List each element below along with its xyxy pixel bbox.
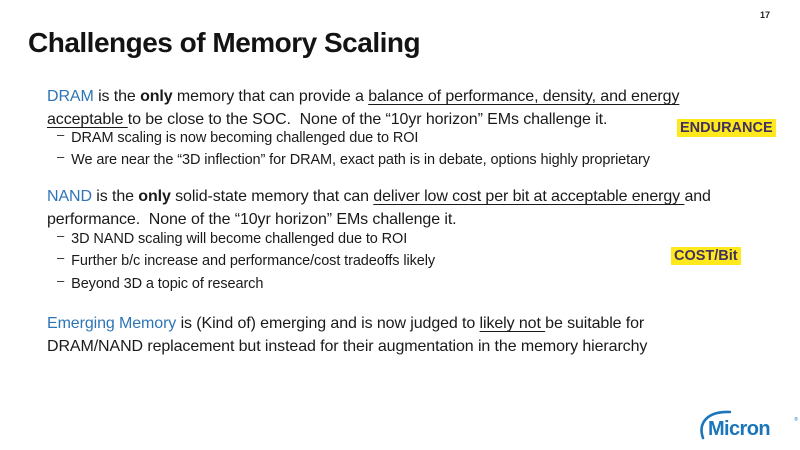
nand-text-run: performance. None of the “10yr horizon” … <box>47 211 457 228</box>
list-item: –We are near the “3D inflection” for DRA… <box>57 149 650 171</box>
nand-paragraph-line2: performance. None of the “10yr horizon” … <box>47 208 711 231</box>
micron-logo-text: Micron <box>708 418 771 440</box>
dram-underlined-run: balance of performance, density, and ene… <box>368 88 680 105</box>
dram-keyword: DRAM <box>47 88 94 105</box>
emerging-memory-paragraph: Emerging Memory is (Kind of) emerging an… <box>47 312 647 358</box>
nand-bold-run: only <box>138 188 171 205</box>
emerging-memory-keyword: Emerging Memory <box>47 315 177 332</box>
dram-paragraph-line2: acceptable to be close to the SOC. None … <box>47 108 679 131</box>
dram-sub-bullet-text: DRAM scaling is now becoming challenged … <box>71 130 419 146</box>
dram-paragraph-line1: DRAM is the only memory that can provide… <box>47 85 679 108</box>
dash-bullet-icon: – <box>57 250 65 266</box>
micron-logo: Micron ® <box>700 410 798 446</box>
list-item: –Further b/c increase and performance/co… <box>57 250 435 272</box>
emerging-text-run: DRAM/NAND replacement but instead for th… <box>47 338 648 355</box>
emerging-underlined-run: likely not <box>479 315 546 332</box>
nand-keyword: NAND <box>47 188 92 205</box>
dram-underlined-run: acceptable <box>47 111 128 128</box>
nand-paragraph-line1: NAND is the only solid-state memory that… <box>47 185 711 208</box>
emerging-paragraph-line2: DRAM/NAND replacement but instead for th… <box>47 335 647 358</box>
dash-bullet-icon: – <box>57 228 65 243</box>
list-item: –DRAM scaling is now becoming challenged… <box>57 127 650 149</box>
dram-text-run: is the <box>93 88 141 105</box>
nand-text-run: and <box>684 188 711 205</box>
nand-sub-bullet-text: Further b/c increase and performance/cos… <box>71 253 435 270</box>
nand-text-run: is the <box>91 188 139 205</box>
nand-sub-bullet-text: Beyond 3D a topic of research <box>71 275 264 292</box>
dram-text-run: to be close to the SOC. None of the “10y… <box>127 111 608 128</box>
nand-sub-bullets: –3D NAND scaling will become challenged … <box>57 228 435 295</box>
dram-paragraph: DRAM is the only memory that can provide… <box>47 85 679 131</box>
emerging-text-run: be suitable for <box>545 315 645 332</box>
dram-bold-run: only <box>140 88 173 105</box>
emerging-paragraph-line1: Emerging Memory is (Kind of) emerging an… <box>47 312 647 335</box>
emerging-text-run: is (Kind of) emerging and is now judged … <box>176 315 480 332</box>
endurance-highlight-label: ENDURANCE <box>677 119 776 137</box>
dram-sub-bullets: –DRAM scaling is now becoming challenged… <box>57 127 650 172</box>
dash-bullet-icon: – <box>57 149 65 165</box>
nand-paragraph: NAND is the only solid-state memory that… <box>47 185 711 231</box>
dash-bullet-icon: – <box>57 127 65 142</box>
nand-underlined-run: deliver low cost per bit at acceptable e… <box>373 188 685 205</box>
dram-text-run: memory that can provide a <box>172 88 369 105</box>
list-item: –Beyond 3D a topic of research <box>57 273 435 295</box>
registered-trademark-icon: ® <box>794 417 798 423</box>
list-item: –3D NAND scaling will become challenged … <box>57 228 435 250</box>
nand-text-run: solid-state memory that can <box>170 188 374 205</box>
micron-swoosh-icon <box>700 410 732 440</box>
dash-bullet-icon: – <box>57 272 65 288</box>
slide-title: Challenges of Memory Scaling <box>28 27 421 58</box>
dram-sub-bullet-text: We are near the “3D inflection” for DRAM… <box>71 152 650 169</box>
page-number: 17 <box>759 10 770 20</box>
cost-per-bit-highlight-label: COST/Bit <box>671 247 741 265</box>
nand-sub-bullet-text: 3D NAND scaling will become challenged d… <box>71 231 408 247</box>
